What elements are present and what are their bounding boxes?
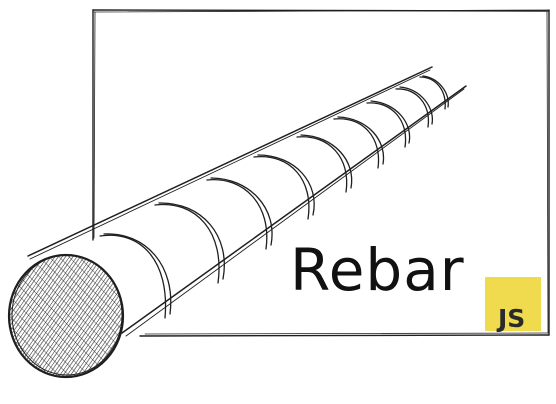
rebar-rod <box>27 66 467 337</box>
sketch-frame <box>92 9 550 337</box>
js-badge-label: JS <box>496 304 525 333</box>
js-badge: JS <box>485 277 541 333</box>
rebar-title: Rebar <box>290 236 465 304</box>
rebar-end-cap <box>7 253 125 379</box>
rebar-ribs <box>99 75 449 319</box>
